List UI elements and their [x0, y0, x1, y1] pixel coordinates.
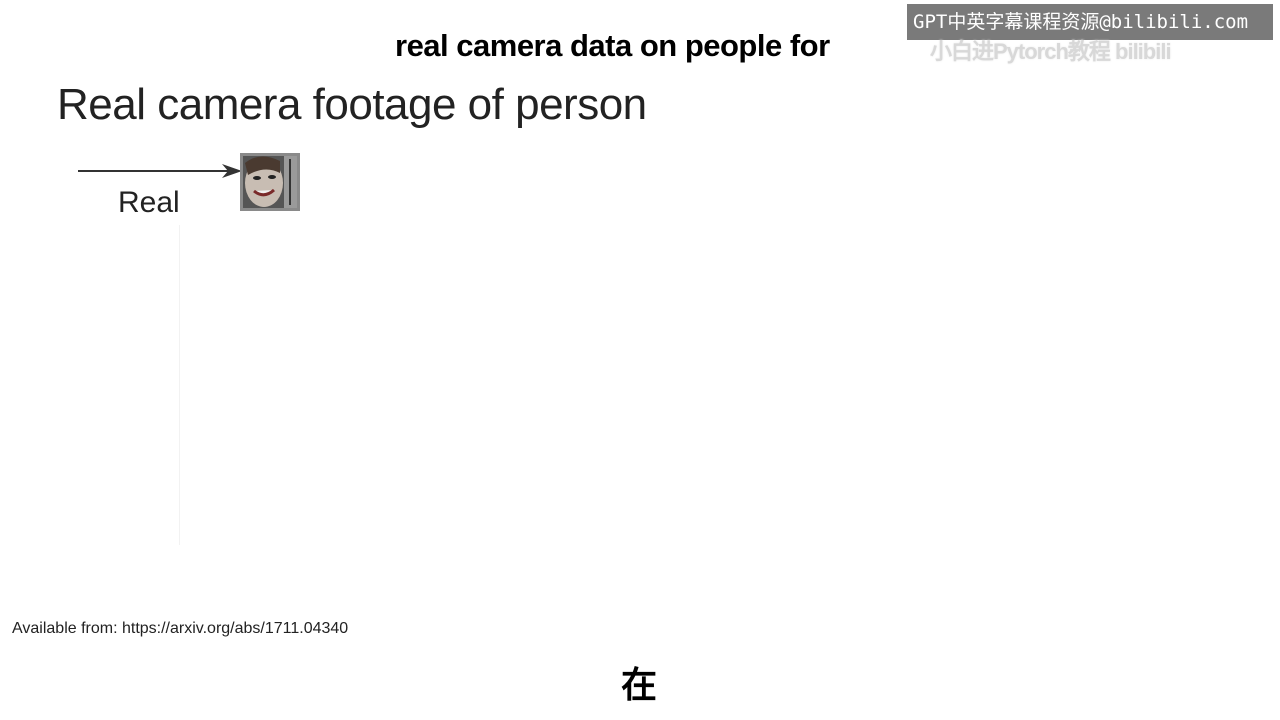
faint-divider [179, 225, 180, 545]
face-photo-thumbnail [240, 153, 300, 211]
slide-title: Real camera footage of person [57, 80, 647, 129]
watermark-faded-text: 小白进Pytorch教程 bilibili [930, 39, 1172, 64]
chinese-subtitle: 在 [621, 665, 658, 706]
watermark-banner: GPT中英字幕课程资源@bilibili.com [907, 4, 1273, 40]
source-citation: Available from: https://arxiv.org/abs/17… [12, 620, 349, 637]
right-arrow-icon [78, 164, 242, 178]
real-arrow-label: Real [118, 186, 180, 219]
english-subtitle: real camera data on people for [395, 28, 830, 63]
